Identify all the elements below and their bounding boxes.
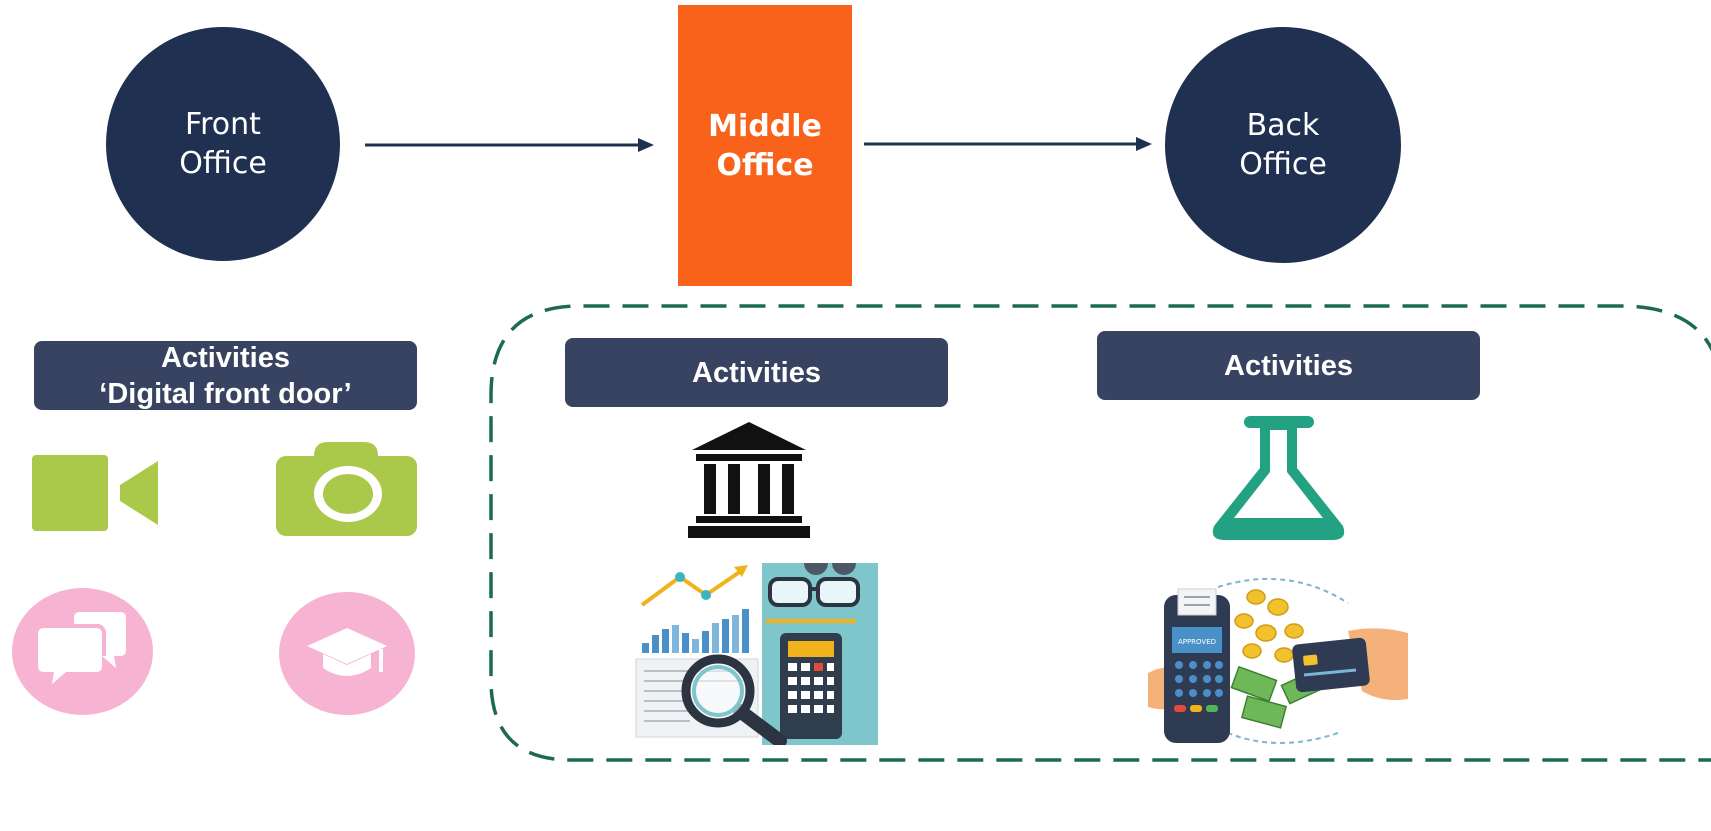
middle-office-node: Middle Office [678, 5, 852, 286]
arrow-front-to-middle [365, 138, 654, 152]
bank-building-icon [688, 422, 810, 538]
arrow-middle-to-back [864, 137, 1152, 151]
front-office-label-line2: Office [179, 146, 267, 181]
financial-analysis-illustration [630, 563, 878, 745]
back-office-node: Back Office [1165, 27, 1401, 263]
middle-office-label-line1: Middle [708, 108, 822, 144]
front-activities-title: Activities [161, 341, 290, 374]
middle-activities-box: Activities [565, 338, 948, 407]
terminal-approved-text: APPROVED [1178, 638, 1216, 646]
front-office-node: Front Office [106, 27, 340, 261]
front-activities-box: Activities ‘Digital front door’ [34, 341, 417, 410]
lab-flask-icon [1212, 416, 1345, 540]
front-office-label-line1: Front [185, 107, 261, 142]
middle-office-label-line2: Office [716, 147, 814, 183]
mid-back-dashed-region [489, 304, 1711, 762]
card-payment-illustration: APPROVED [1148, 573, 1408, 749]
front-activities-subtitle: ‘Digital front door’ [99, 377, 352, 410]
middle-activities-title: Activities [692, 356, 821, 389]
photo-camera-icon [276, 442, 417, 536]
back-office-label-line2: Office [1239, 147, 1327, 182]
graduation-cap-icon [279, 592, 415, 715]
video-camera-icon [32, 455, 158, 531]
chat-bubbles-icon [12, 588, 153, 715]
back-activities-box: Activities [1097, 331, 1480, 400]
back-activities-title: Activities [1224, 349, 1353, 382]
back-office-label-line1: Back [1246, 108, 1320, 143]
